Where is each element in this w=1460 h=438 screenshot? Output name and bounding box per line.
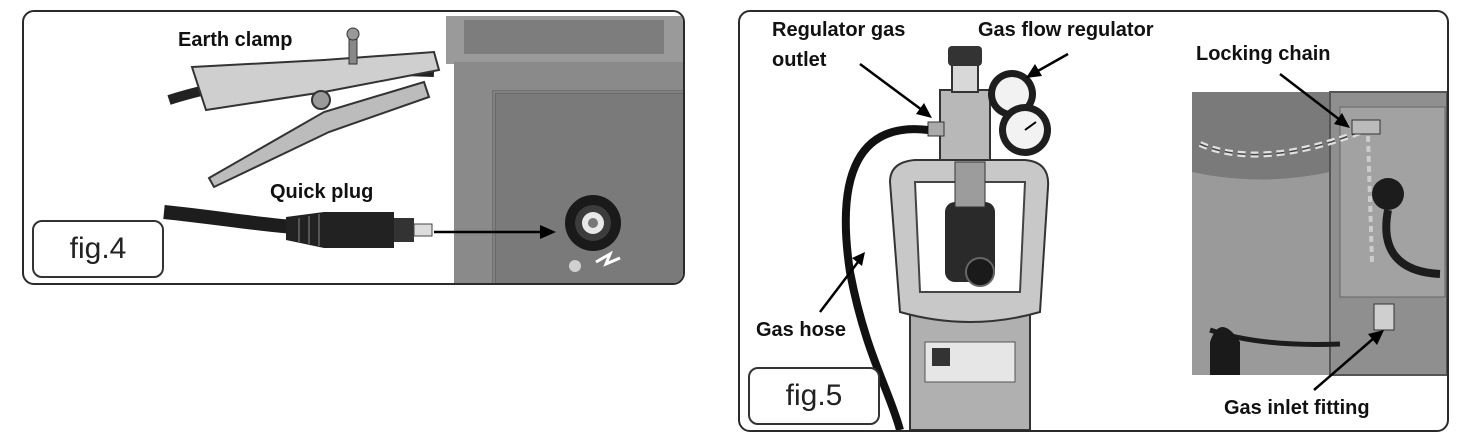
fig5-caption: fig.5 [748, 367, 880, 425]
chained-cylinder-photo [1190, 90, 1447, 376]
arrow-locking-chain [1279, 73, 1350, 128]
welder-machine [446, 16, 683, 283]
regulator-gas-outlet-label-line1: Regulator gas [772, 19, 906, 41]
gas-flow-regulator [927, 46, 1051, 161]
gas-hose-label: Gas hose [756, 319, 847, 341]
arrow-gas-hose [819, 252, 865, 313]
arrow-plug-to-socket [434, 225, 556, 239]
gas-hose [841, 125, 929, 430]
fig4-illustration [163, 16, 683, 283]
welding-cable [163, 205, 295, 234]
gas-inlet-fitting-label: Gas inlet fitting [1224, 397, 1370, 419]
regulator-gas-outlet-label-line2: outlet [772, 49, 827, 71]
arrow-regulator-gas-outlet [859, 62, 932, 118]
quick-plug-label: Quick plug [270, 181, 374, 203]
fig5-illustration [819, 46, 1447, 430]
locking-chain-label: Locking chain [1196, 43, 1331, 65]
fig4-panel: Earth clamp Quick plug fig.4 [22, 10, 685, 285]
quick-plug-socket [565, 195, 621, 272]
fig4-caption: fig.4 [32, 220, 164, 278]
quick-plug [286, 212, 433, 248]
fig5-panel: Regulator gas outlet Gas flow regulator … [738, 10, 1449, 432]
locking-chain [1198, 119, 1381, 263]
gas-flow-regulator-label: Gas flow regulator [978, 19, 1154, 41]
arrow-gas-flow-regulator [1026, 52, 1069, 78]
earth-clamp-label: Earth clamp [178, 29, 293, 51]
arrow-gas-inlet-fitting [1313, 330, 1384, 391]
earth-clamp [190, 27, 441, 189]
gas-cylinder [888, 159, 1050, 430]
